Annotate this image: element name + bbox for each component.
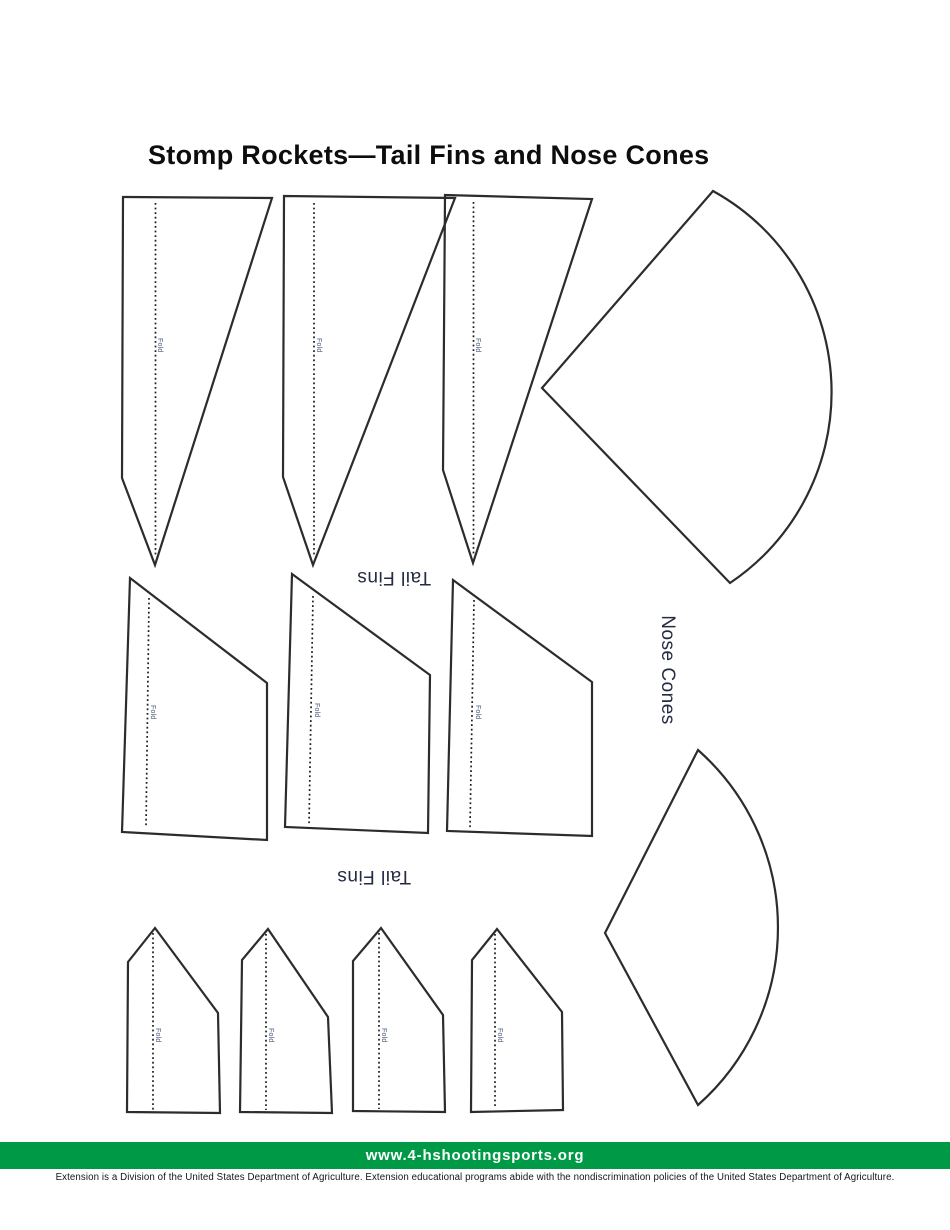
tail-fins-label-2: Tail Fins bbox=[337, 866, 411, 887]
tail-fin-template-medium-3 bbox=[445, 577, 594, 838]
fold-line-medium-1 bbox=[145, 597, 150, 829]
fold-label-large-1: Fold bbox=[156, 338, 163, 352]
fold-label-small-1: Fold bbox=[154, 1028, 161, 1042]
fold-label-medium-3: Fold bbox=[474, 705, 481, 719]
fold-label-large-3: Fold bbox=[474, 338, 481, 352]
nose-cone-template-small bbox=[603, 748, 780, 1107]
footer-disclaimer: Extension is a Division of the United St… bbox=[55, 1172, 895, 1183]
tail-fin-template-medium-1 bbox=[120, 575, 269, 842]
tail-fin-template-large-1 bbox=[120, 195, 274, 569]
tail-fin-template-large-2 bbox=[281, 194, 457, 569]
page-title: Stomp Rockets—Tail Fins and Nose Cones bbox=[148, 140, 710, 170]
nose-cone-template-large bbox=[540, 189, 833, 585]
footer-url: www.4-hshootingsports.org bbox=[365, 1147, 585, 1164]
tail-fin-template-small-2 bbox=[238, 927, 334, 1115]
tail-fin-template-medium-2 bbox=[283, 571, 432, 835]
fold-label-small-2: Fold bbox=[267, 1028, 274, 1042]
nose-cones-label: Nose Cones bbox=[657, 615, 678, 725]
fold-label-small-4: Fold bbox=[496, 1028, 503, 1042]
fold-label-small-3: Fold bbox=[380, 1028, 387, 1042]
fold-label-medium-1: Fold bbox=[149, 705, 156, 719]
tail-fins-label-1: Tail Fins bbox=[357, 567, 431, 588]
tail-fin-template-small-1 bbox=[125, 926, 222, 1115]
tail-fin-template-large-3 bbox=[441, 193, 594, 567]
tail-fin-template-small-3 bbox=[351, 926, 447, 1114]
tail-fin-template-small-4 bbox=[469, 927, 565, 1114]
fold-label-large-2: Fold bbox=[315, 338, 322, 352]
footer-bar: www.4-hshootingsports.org bbox=[0, 1142, 950, 1169]
fold-line-medium-2 bbox=[308, 595, 314, 826]
fold-line-medium-3 bbox=[469, 599, 475, 829]
fold-label-medium-2: Fold bbox=[313, 703, 320, 717]
